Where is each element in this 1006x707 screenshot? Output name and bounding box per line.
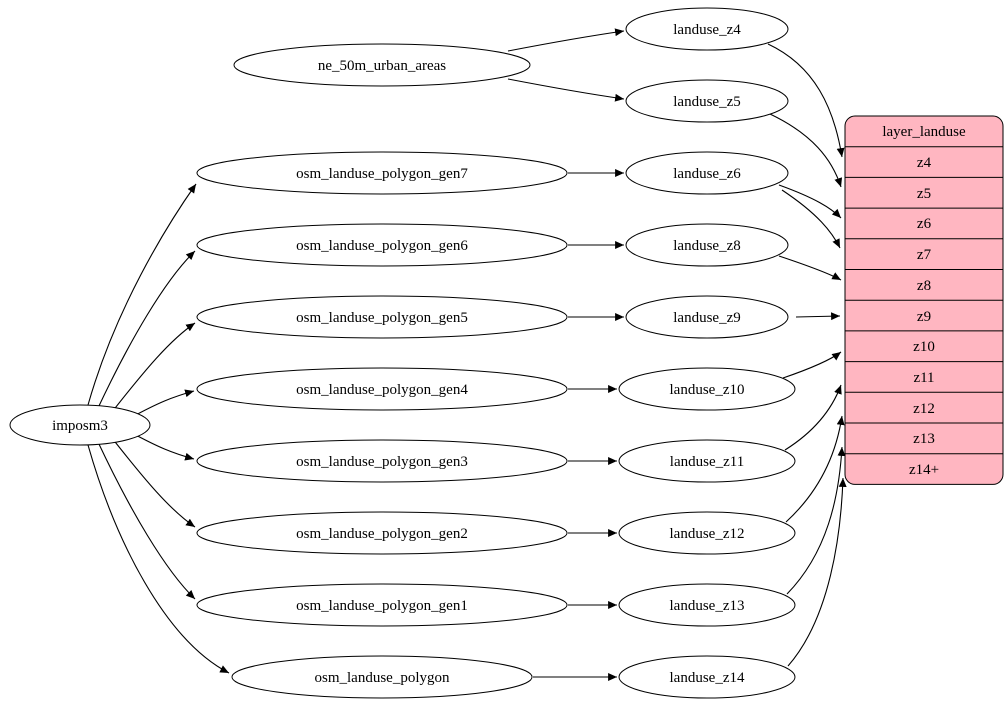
node-landuse-z9: landuse_z9: [625, 295, 789, 339]
node-landuse-z12: landuse_z12: [618, 511, 796, 555]
edge-imposm3-to-gen7: [87, 183, 197, 406]
node-osm-landuse-polygon: osm_landuse_polygon: [231, 655, 533, 699]
edge-landuse-z8-to-row-z8: [778, 255, 842, 281]
table-row-z14plus: z14+: [909, 462, 939, 478]
edge-ne50m-to-landuse-z5: [507, 78, 625, 102]
edge-landuse-z9-to-row-z9: [795, 312, 841, 321]
node-landuse-z10: landuse_z10: [618, 367, 796, 411]
node-osm-landuse-polygon-shape: [231, 655, 533, 699]
node-landuse-z8-shape: [625, 223, 789, 267]
edge-imposm3-to-gen1: [97, 441, 196, 600]
edge-landuse-z6-to-row-z6: [778, 184, 842, 219]
edge-landuse-z10-to-row-z10: [782, 351, 842, 379]
node-landuse-z8-label: landuse_z8: [673, 238, 740, 254]
node-osm-landuse-polygon-gen5-shape: [196, 295, 568, 339]
node-landuse-z9-label: landuse_z9: [673, 310, 740, 326]
node-osm-landuse-polygon-gen1: osm_landuse_polygon_gen1: [196, 583, 568, 627]
node-landuse-z5: landuse_z5: [625, 79, 789, 123]
table-row-z10: z10: [913, 339, 935, 355]
node-imposm3-label: imposm3: [52, 418, 108, 434]
node-landuse-z14-shape: [618, 655, 796, 699]
node-osm-landuse-polygon-gen5-label: osm_landuse_polygon_gen5: [296, 310, 468, 326]
node-landuse-z11-label: landuse_z11: [670, 454, 744, 470]
node-osm-landuse-polygon-gen6-label: osm_landuse_polygon_gen6: [296, 238, 468, 254]
node-landuse-z5-label: landuse_z5: [673, 94, 740, 110]
node-osm-landuse-polygon-gen3-shape: [196, 439, 568, 483]
node-landuse-z9-shape: [625, 295, 789, 339]
node-osm-landuse-polygon-gen7-shape: [196, 151, 568, 195]
node-landuse-z11: landuse_z11: [618, 439, 796, 483]
edge-landuse-z13-to-row-z13: [786, 446, 846, 595]
edge-imposm3-to-gen2: [111, 437, 196, 528]
node-osm-landuse-polygon-gen2: osm_landuse_polygon_gen2: [196, 511, 568, 555]
node-imposm3-shape: [9, 404, 151, 446]
node-landuse-z12-shape: [618, 511, 796, 555]
node-ne-50m-urban-areas: ne_50m_urban_areas: [233, 43, 531, 87]
node-landuse-z11-shape: [618, 439, 796, 483]
table-row-z7: z7: [917, 247, 932, 263]
node-landuse-z6: landuse_z6: [625, 151, 789, 195]
node-landuse-z4-label: landuse_z4: [673, 22, 741, 38]
node-osm-landuse-polygon-gen6-shape: [196, 223, 568, 267]
node-osm-landuse-polygon-gen1-shape: [196, 583, 568, 627]
table-title: layer_landuse: [882, 124, 966, 140]
node-landuse-z13-shape: [618, 583, 796, 627]
node-landuse-z8: landuse_z8: [625, 223, 789, 267]
node-landuse-z4-shape: [625, 7, 789, 51]
table-row-z6: z6: [917, 216, 932, 232]
node-ne-50m-urban-areas-shape: [233, 43, 531, 87]
node-landuse-z10-label: landuse_z10: [670, 382, 745, 398]
node-osm-landuse-polygon-gen3: osm_landuse_polygon_gen3: [196, 439, 568, 483]
node-osm-landuse-polygon-gen6: osm_landuse_polygon_gen6: [196, 223, 568, 267]
node-osm-landuse-polygon-gen3-label: osm_landuse_polygon_gen3: [296, 454, 468, 470]
node-osm-landuse-polygon-gen4-label: osm_landuse_polygon_gen4: [296, 382, 468, 398]
edge-imposm3-to-polygon: [87, 444, 230, 674]
node-osm-landuse-polygon-gen4-shape: [196, 367, 568, 411]
node-osm-landuse-polygon-gen1-label: osm_landuse_polygon_gen1: [296, 598, 468, 614]
edge-imposm3-to-gen4: [131, 389, 195, 418]
table-row-z4: z4: [917, 155, 932, 171]
table-row-z13: z13: [913, 431, 935, 447]
edge-landuse-z6-to-row-z7: [781, 189, 841, 249]
node-landuse-z13-label: landuse_z13: [670, 598, 745, 614]
node-osm-landuse-polygon-gen7: osm_landuse_polygon_gen7: [196, 151, 568, 195]
table-row-z11: z11: [913, 370, 934, 386]
edge-landuse-z4-to-row-z4: [767, 43, 845, 158]
node-landuse-z14: landuse_z14: [618, 655, 796, 699]
node-landuse-z12-label: landuse_z12: [670, 526, 745, 542]
edge-landuse-z11-to-row-z11: [784, 384, 842, 451]
node-landuse-z6-shape: [625, 151, 789, 195]
node-landuse-z14-label: landuse_z14: [670, 670, 745, 686]
node-landuse-z4: landuse_z4: [625, 7, 789, 51]
node-landuse-z6-label: landuse_z6: [673, 166, 741, 182]
node-landuse-z13: landuse_z13: [618, 583, 796, 627]
node-ne-50m-urban-areas-label: ne_50m_urban_areas: [318, 58, 446, 74]
node-osm-landuse-polygon-gen2-label: osm_landuse_polygon_gen2: [296, 526, 468, 542]
node-landuse-z5-shape: [625, 79, 789, 123]
edges: [87, 28, 847, 681]
node-osm-landuse-polygon-gen4: osm_landuse_polygon_gen4: [196, 367, 568, 411]
edge-imposm3-to-gen6: [97, 250, 196, 409]
edge-landuse-z5-to-row-z5: [769, 113, 843, 188]
table-row-z9: z9: [917, 309, 931, 325]
table-row-z12: z12: [913, 401, 935, 417]
table-row-z5: z5: [917, 186, 931, 202]
node-osm-landuse-polygon-gen7-label: osm_landuse_polygon_gen7: [296, 166, 468, 182]
node-imposm3: imposm3: [9, 404, 151, 446]
edge-imposm3-to-gen5: [111, 322, 196, 413]
edge-imposm3-to-gen3: [131, 432, 195, 461]
table-layer-landuse: layer_landuse z4 z5 z6 z7 z8 z9 z10 z11 …: [844, 115, 1004, 485]
table-row-z8: z8: [917, 278, 931, 294]
node-osm-landuse-polygon-gen2-shape: [196, 511, 568, 555]
edge-landuse-z14-to-row-z14plus: [787, 477, 847, 667]
edge-landuse-z12-to-row-z12: [785, 415, 845, 523]
node-osm-landuse-polygon-label: osm_landuse_polygon: [315, 670, 450, 686]
edge-ne50m-to-landuse-z4: [507, 28, 625, 52]
node-osm-landuse-polygon-gen5: osm_landuse_polygon_gen5: [196, 295, 568, 339]
node-landuse-z10-shape: [618, 367, 796, 411]
